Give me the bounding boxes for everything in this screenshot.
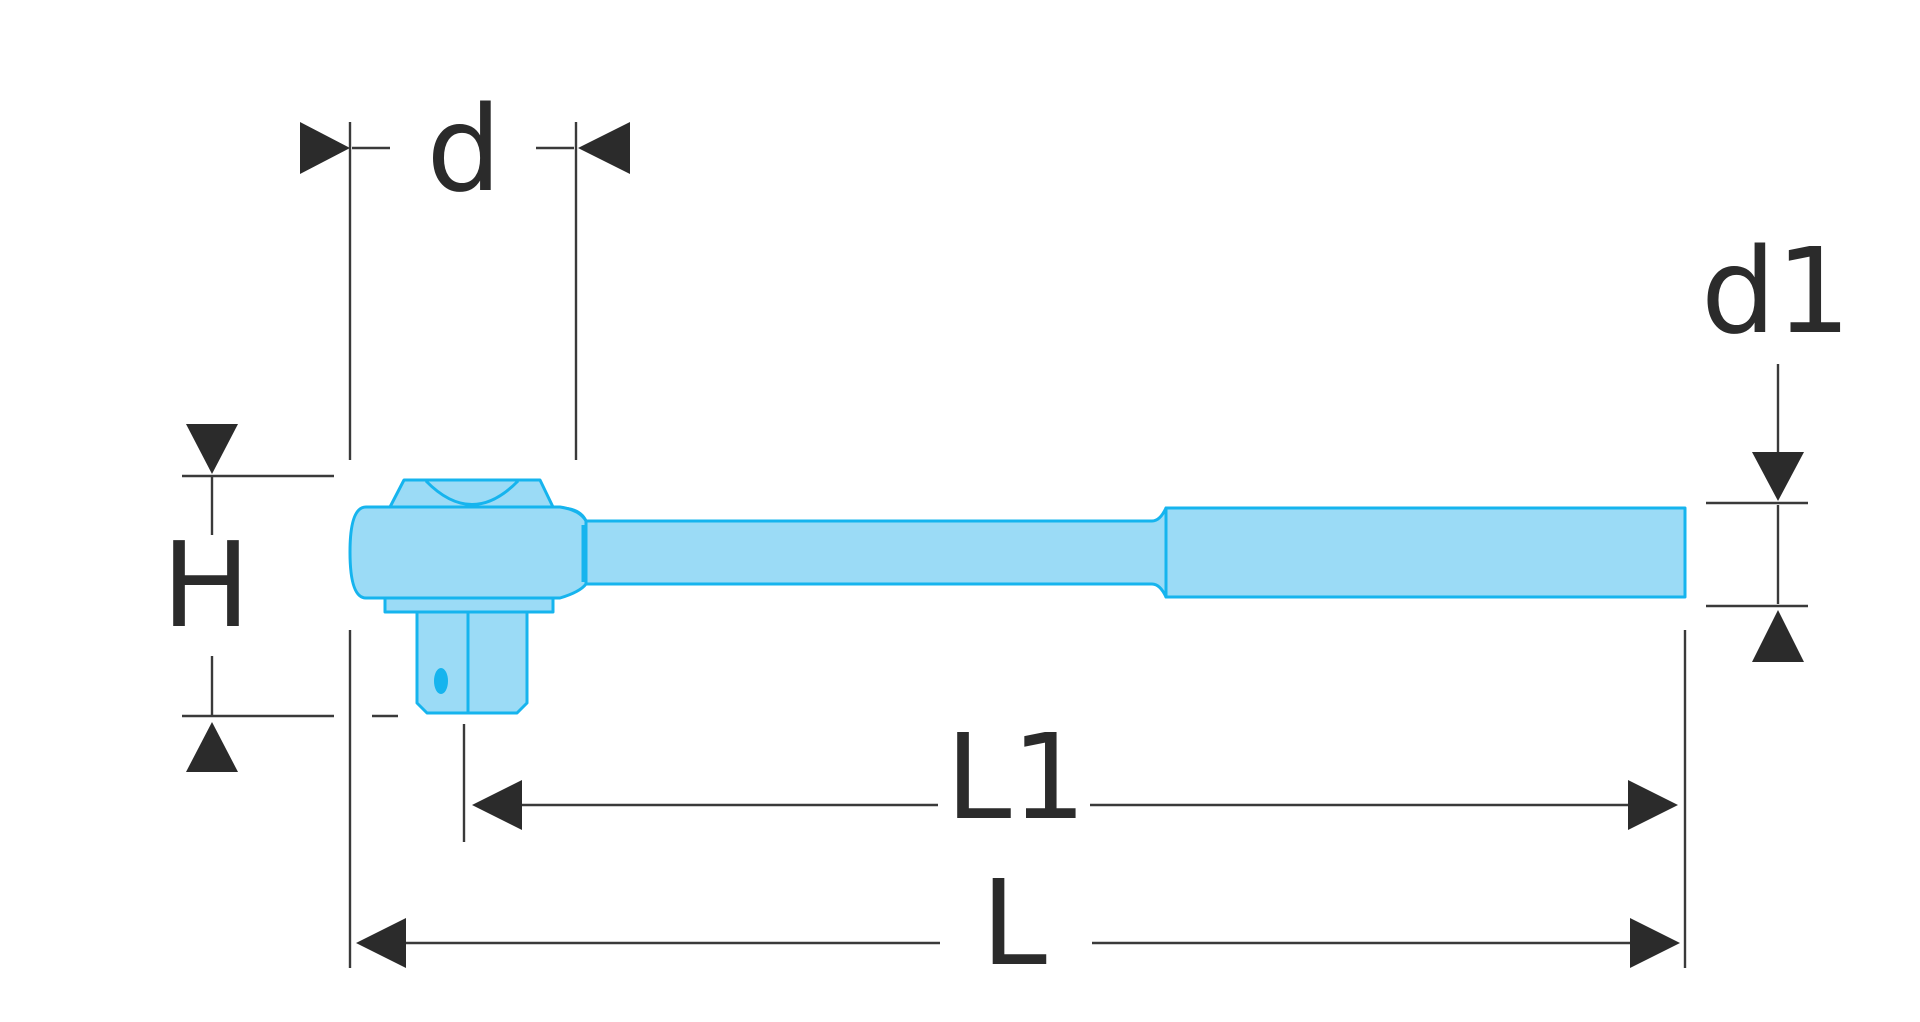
arrow-right xyxy=(300,122,350,174)
label-l1: L1 xyxy=(946,708,1087,846)
ratchet-grip xyxy=(1164,506,1687,599)
dimension-l: L xyxy=(356,854,1680,992)
arrow-right xyxy=(1630,918,1680,968)
arrow-down xyxy=(1752,452,1804,501)
ratchet-top-cap-arc xyxy=(424,479,520,506)
arrow-up xyxy=(1752,610,1804,662)
ratchet-wrench-icon xyxy=(348,478,1687,715)
ratchet-top-cap xyxy=(388,478,555,509)
arrow-down xyxy=(186,424,238,474)
ratchet-detent-ball xyxy=(434,668,448,694)
arrow-up xyxy=(186,722,238,772)
ratchet-shaft xyxy=(558,506,1168,599)
label-l: L xyxy=(981,854,1047,992)
ratchet-square-drive xyxy=(415,610,529,715)
dimension-d: d xyxy=(300,80,630,460)
dimension-h: H xyxy=(162,424,398,968)
label-d1: d1 xyxy=(1701,222,1851,360)
dimension-l1: L1 xyxy=(462,630,1687,968)
arrow-left xyxy=(356,918,406,968)
label-h: H xyxy=(162,516,251,654)
arrow-right xyxy=(1628,780,1678,830)
arrow-left xyxy=(472,780,522,830)
arrow-left xyxy=(578,122,630,174)
ratchet-head xyxy=(348,505,588,600)
dimension-d1: d1 xyxy=(1701,222,1851,662)
label-d: d xyxy=(427,80,502,218)
